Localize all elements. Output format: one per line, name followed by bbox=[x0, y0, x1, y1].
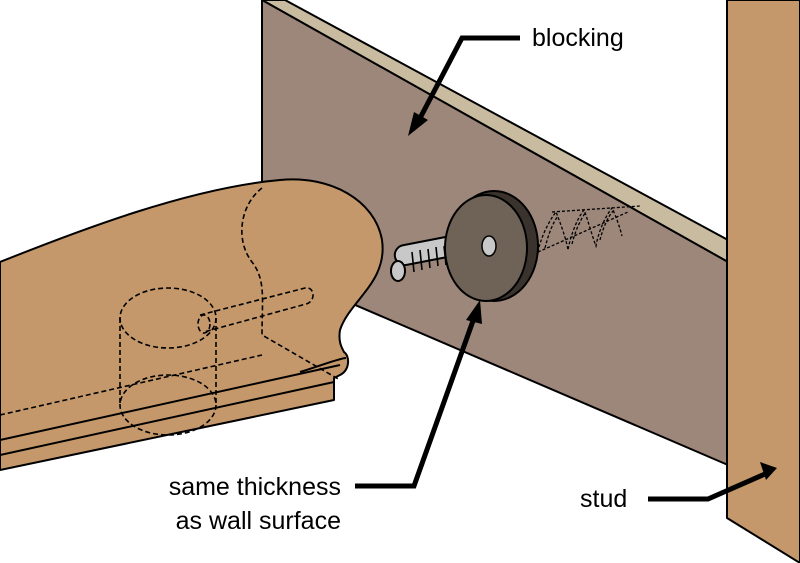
washer bbox=[444, 190, 539, 302]
hidden-dowel-hole bbox=[199, 287, 314, 333]
label-text-stud: stud bbox=[580, 485, 627, 513]
screw-tip bbox=[390, 260, 406, 282]
hidden-bore-bottom bbox=[119, 374, 217, 436]
stud-leader-line bbox=[648, 471, 767, 502]
handrail-groove-bottom bbox=[0, 364, 341, 441]
thickness-leader-line bbox=[355, 317, 477, 489]
label-blocking: blocking bbox=[408, 24, 624, 136]
handrail-groove-top bbox=[0, 381, 335, 456]
hidden-rail-profile bbox=[241, 187, 341, 381]
hidden-lines bbox=[0, 187, 341, 436]
handrail-body bbox=[0, 178, 384, 471]
handrail bbox=[0, 178, 384, 471]
label-text-thickness-line2: as wall surface bbox=[176, 507, 341, 535]
hidden-rail-bottom bbox=[0, 354, 263, 416]
hidden-dowel-end bbox=[197, 314, 211, 334]
hidden-screw-thread bbox=[537, 205, 641, 253]
blocking-arrowhead bbox=[408, 112, 428, 136]
label-text-blocking: blocking bbox=[532, 24, 624, 52]
label-text-thickness-line1: same thickness bbox=[169, 473, 341, 501]
stud bbox=[726, 0, 800, 563]
thickness-arrowhead bbox=[466, 300, 482, 324]
label-stud: stud bbox=[580, 462, 777, 513]
label-thickness: same thickness as wall surface bbox=[169, 300, 482, 535]
washer-hole bbox=[481, 235, 497, 257]
handrail-lip bbox=[299, 357, 347, 373]
stud-arrowhead bbox=[760, 462, 777, 480]
blocking-leader-line bbox=[415, 35, 520, 124]
